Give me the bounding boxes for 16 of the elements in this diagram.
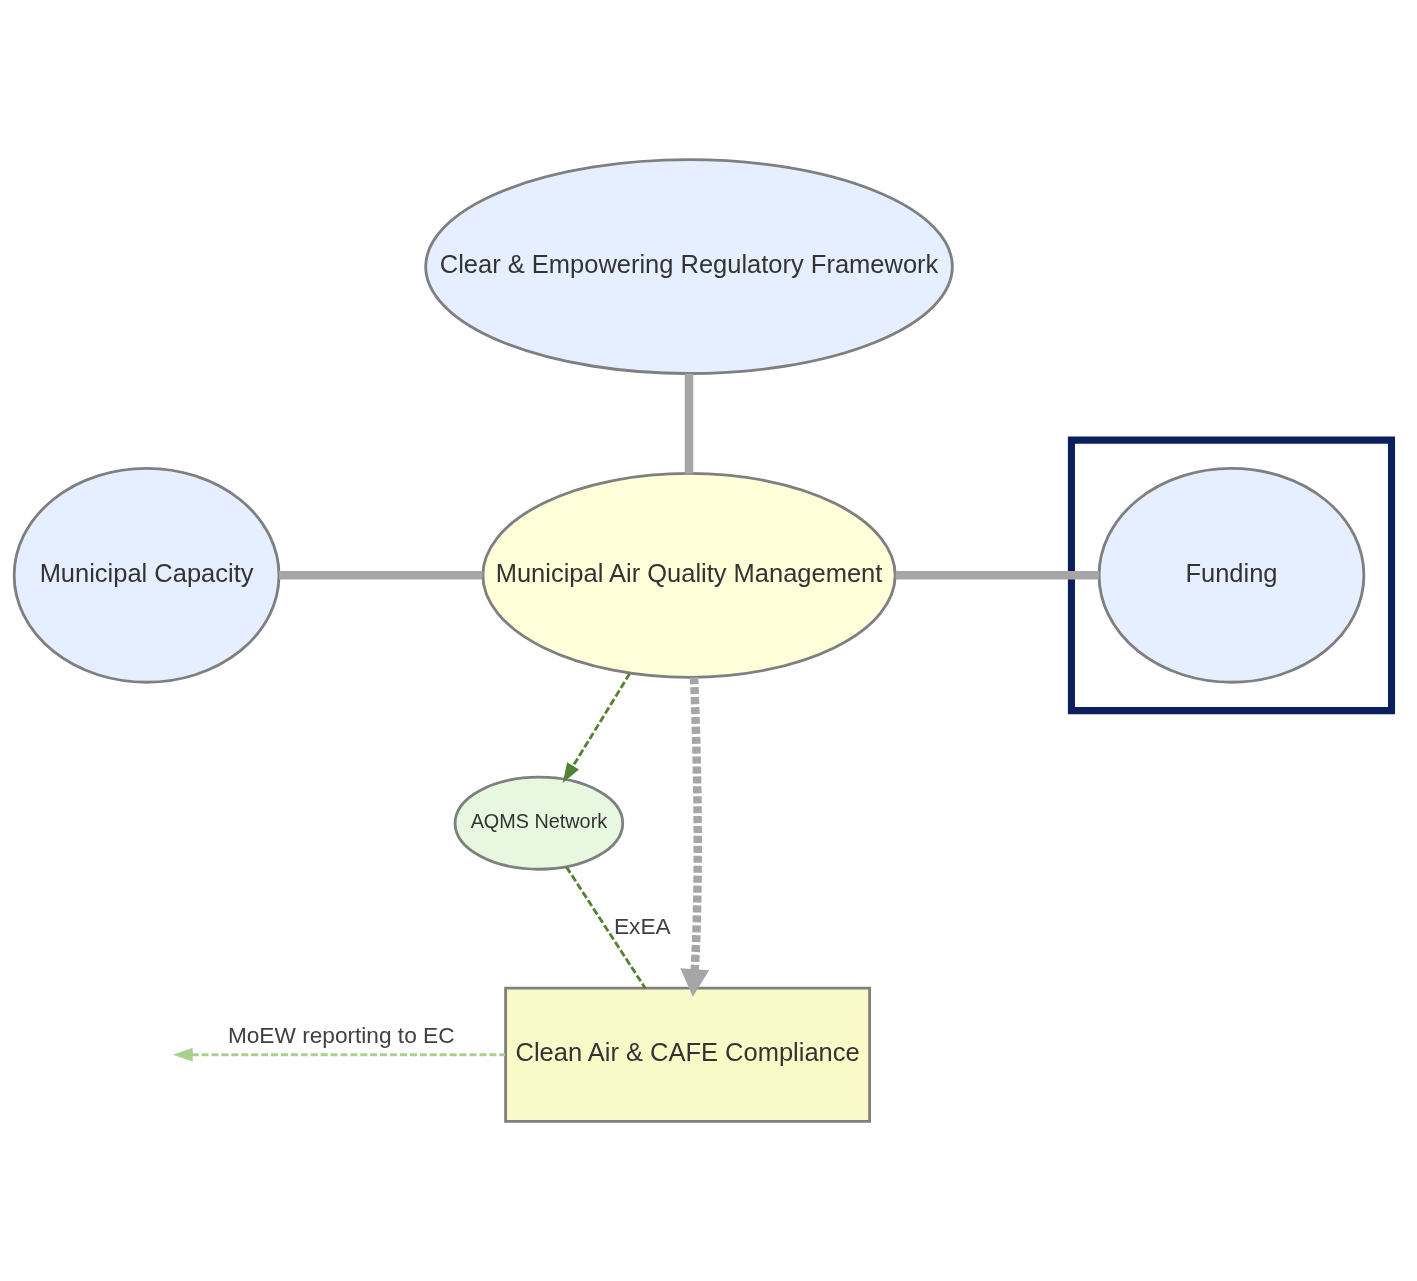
node-ellipse: Municipal Capacity: [12, 467, 281, 684]
edge-label: ExEA: [613, 913, 671, 940]
node-ellipse: Municipal Air Quality Management: [481, 471, 897, 679]
node-box: Clean Air & CAFE Compliance: [504, 986, 871, 1123]
node-ellipse: Clear & Empowering Regulatory Framework: [424, 158, 954, 375]
arrow: [172, 1047, 506, 1062]
connector: [279, 571, 483, 580]
node-ellipse: Funding: [1097, 467, 1366, 684]
arrow: [680, 677, 710, 997]
connector: [565, 866, 647, 989]
connector: [684, 373, 694, 474]
node-ellipse: AQMS Network: [453, 775, 625, 871]
edge-label: MoEW reporting to EC: [227, 1022, 455, 1049]
cluster: [1067, 436, 1396, 715]
arrow: [562, 672, 631, 783]
connector: [895, 571, 1099, 580]
